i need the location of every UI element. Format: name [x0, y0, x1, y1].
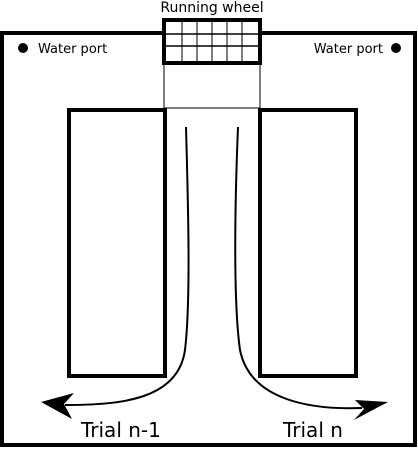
- arrowhead-left: [41, 393, 74, 419]
- trial-label-right: Trial n: [282, 418, 343, 442]
- trajectory-left: [64, 126, 190, 406]
- running-wheel: [162, 18, 262, 65]
- water-port-left-label: Water port: [38, 42, 107, 57]
- water-port-right-label: Water port: [314, 42, 383, 57]
- trial-label-left: Trial n-1: [80, 418, 161, 442]
- water-port-left-dot: [18, 43, 28, 53]
- trajectory-right: [234, 126, 363, 410]
- running-wheel-label: Running wheel: [160, 0, 263, 16]
- inner-block-left: [67, 108, 167, 378]
- arrowhead-right: [354, 400, 388, 420]
- water-port-right-dot: [391, 43, 401, 53]
- inner-block-right: [258, 108, 358, 378]
